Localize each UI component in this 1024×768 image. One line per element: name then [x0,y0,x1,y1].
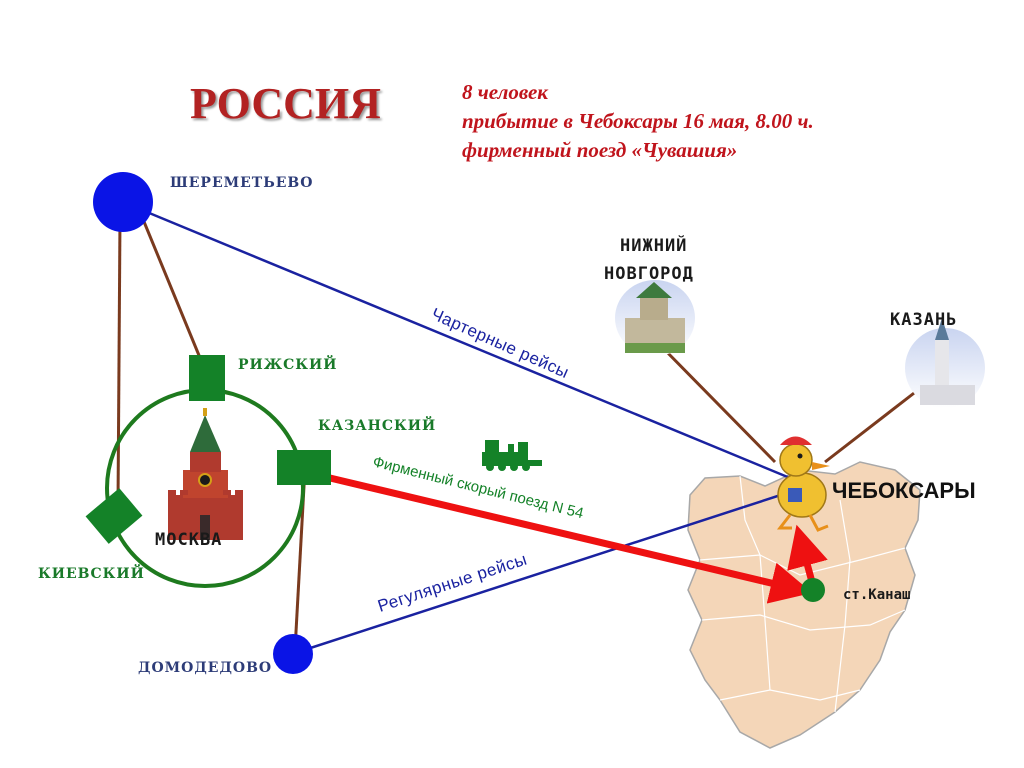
duck-mascot-icon [776,436,830,532]
chuvashia-region-map [687,461,921,749]
sheremetyevo-label: ШЕРЕМЕТЬЕВО [170,175,314,191]
nizhny-novgorod-label-line1: НИЖНИЙ [620,236,688,256]
rizhsky-station-node[interactable] [189,355,225,401]
trip-info-train: фирменный поезд «Чувашия» [462,138,738,162]
ground-connectors [116,211,919,651]
kazansky-station-node[interactable] [277,450,331,485]
nizhny-novgorod-kremlin-icon [615,280,695,356]
domodedovo-label: ДОМОДЕДОВО [138,660,273,676]
rizhsky-station-label: РИЖСКИЙ [238,357,338,373]
nizhny-novgorod-label-line2: НОВГОРОД [604,264,694,284]
sheremetyevo-airport-node[interactable] [93,172,153,232]
moscow-label: МОСКВА [155,530,223,550]
trip-info-arrival: прибытие в Чебоксары 16 мая, 8.00 ч. [462,109,814,133]
kievsky-station-node[interactable] [85,488,143,544]
flight-lines [124,201,791,655]
kazansky-station-label: КАЗАНСКИЙ [318,418,437,434]
kazan-kremlin-icon [905,318,985,408]
page-title: РОССИЯ [190,79,381,128]
train-route-arrow [329,474,828,604]
regular-flights-label: Регулярные рейсы [375,550,529,616]
domodedovo-airport-node[interactable] [273,634,313,674]
kremlin-tower-icon [168,408,243,540]
charter-flights-label: Чартерные рейсы [428,304,572,382]
kazan-label: КАЗАНЬ [890,310,958,330]
trip-info: 8 человек прибытие в Чебоксары 16 мая, 8… [462,78,814,165]
kievsky-station-label: КИЕВСКИЙ [38,566,145,582]
trip-info-people: 8 человек [462,80,548,104]
kanash-station-node[interactable] [801,578,825,602]
cheboksary-label: ЧЕБОКСАРЫ [832,478,976,503]
locomotive-icon [482,440,542,471]
kanash-station-label: ст.Канаш [843,587,911,603]
